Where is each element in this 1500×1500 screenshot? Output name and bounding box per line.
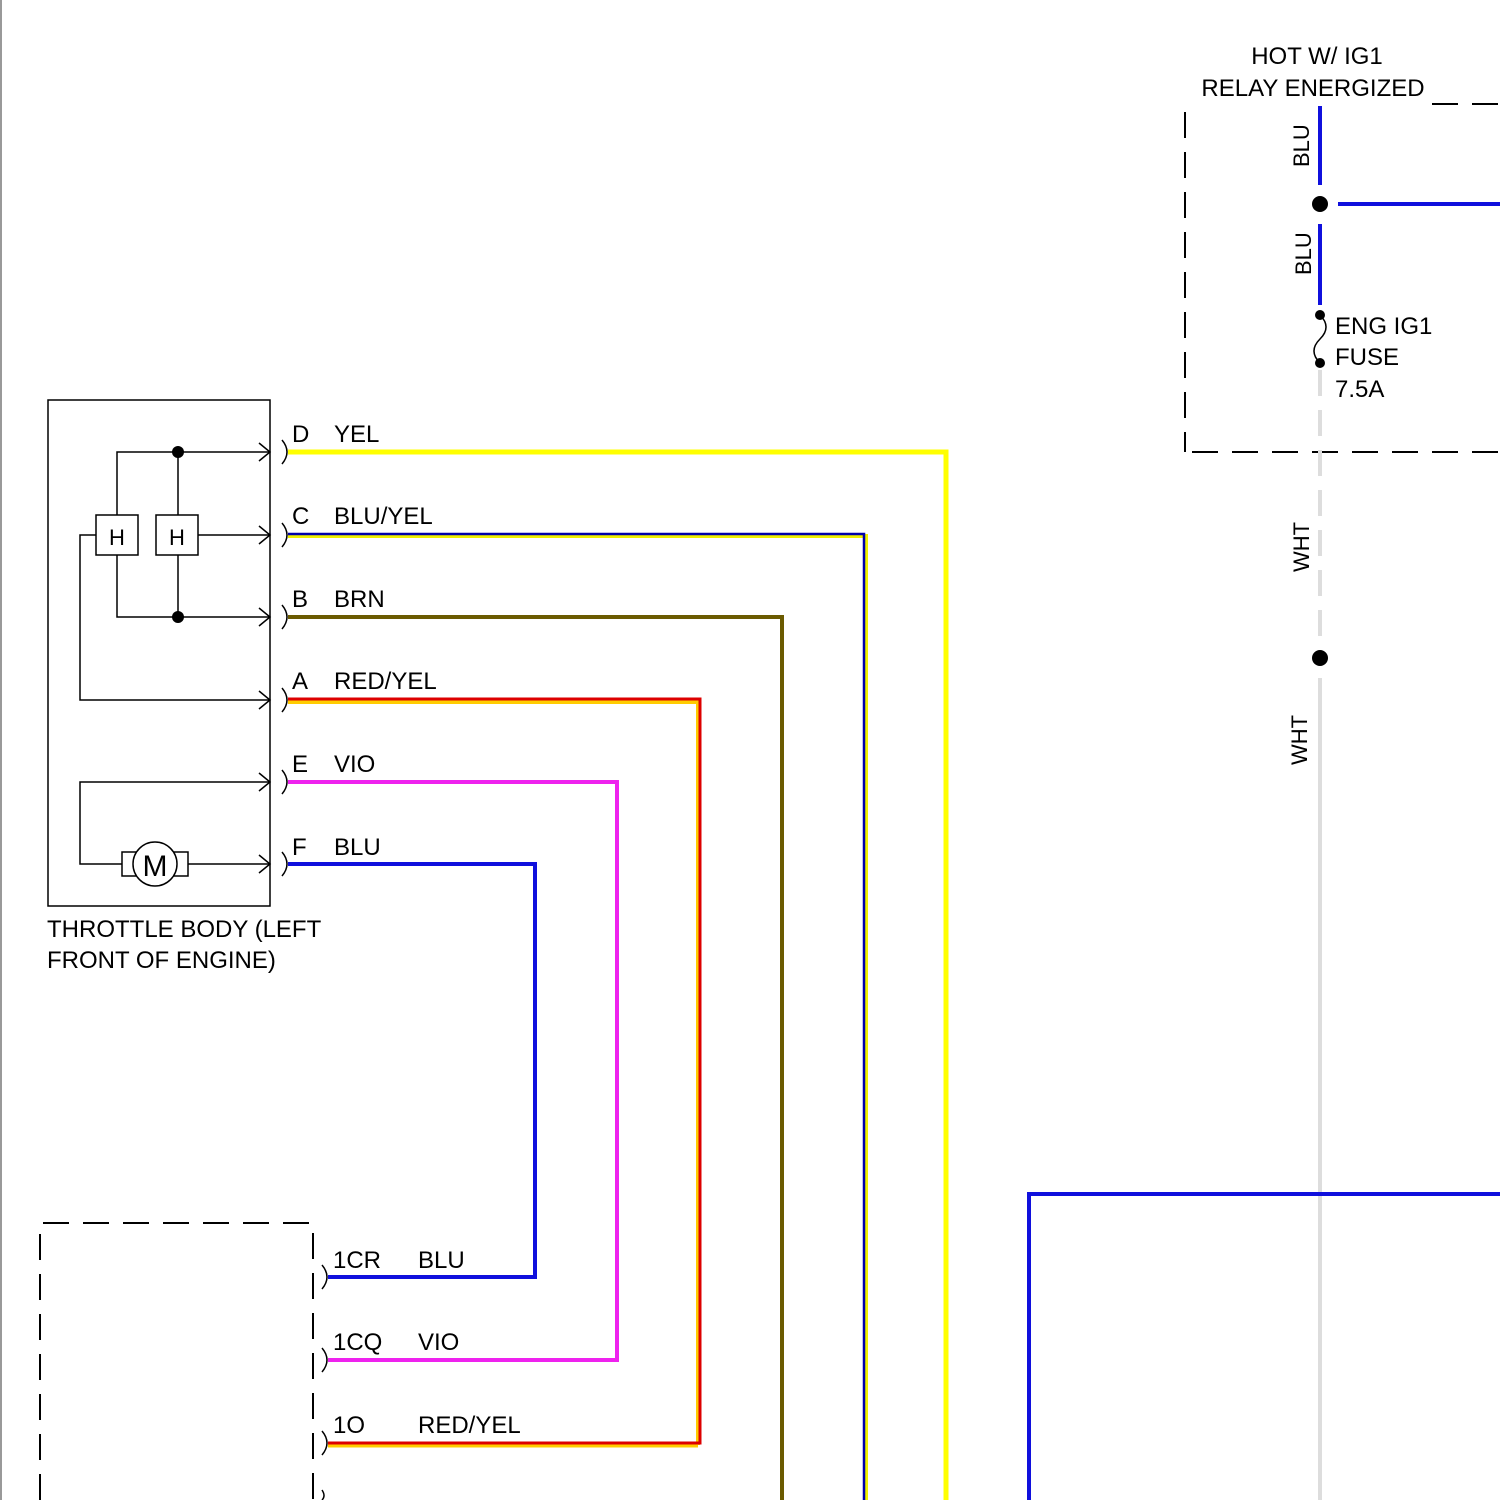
module-outline [40,1223,313,1500]
wire-label-wht-1: WHT [1289,522,1314,572]
throttle-body-component: H H M THROTTLE BODY (LEFT FRONT OF ENGIN… [47,400,322,974]
wire-color-label: BRN [334,586,385,613]
fuse-label-line2: FUSE [1335,344,1399,371]
fuse-symbol [1314,310,1326,368]
wire-color-label: BLU/YEL [334,503,433,530]
wire-label-blu-mid: BLU [1291,232,1316,275]
fuse-label-line3: 7.5A [1335,376,1384,403]
module-pin-id: 1O [333,1412,365,1439]
motor-symbol: M [122,842,188,886]
connector-marks [282,440,287,876]
wire-blu [288,864,535,1277]
module-wire-label: RED/YEL [418,1412,521,1439]
component-title-line1: THROTTLE BODY (LEFT [47,916,322,943]
wire-color-label: BLU [334,834,381,861]
wire-blu-lower-right [1029,1194,1500,1500]
component-title-line2: FRONT OF ENGINE) [47,947,276,974]
pin-letter: A [292,668,308,695]
hall-sensor-label: H [109,525,125,550]
splice-dot [1312,650,1328,666]
splice-dot [1312,196,1328,212]
wire-color-label: YEL [334,421,379,448]
pin-labels: D YEL C BLU/YEL B BRN A RED/YEL E VIO F … [292,421,437,861]
power-title-line2: RELAY ENERGIZED [1201,75,1424,102]
pin-letter: E [292,751,308,778]
wire-color-label: RED/YEL [334,668,437,695]
wire-label-blu-top: BLU [1289,124,1314,167]
hall-sensor-label: H [169,525,185,550]
fuse-label-line1: ENG IG1 [1335,313,1432,340]
splice-dot [172,446,184,458]
pin-letter: F [292,834,307,861]
pin-letter: C [292,503,309,530]
hall-sensor-1: H [96,515,138,555]
wire-color-label: VIO [334,751,375,778]
motor-label: M [143,850,168,883]
pin-letter: D [292,421,309,448]
module-wire-label: BLU [418,1247,465,1274]
wire-label-wht-2: WHT [1287,715,1312,765]
hall-sensor-2: H [156,515,198,555]
throttle-body-internal-circuit [80,443,270,873]
module-pin-id: 1CR [333,1247,381,1274]
pin-letter: B [292,586,308,613]
wires [288,452,946,1500]
module-pin-id: 1CQ [333,1329,382,1356]
module-connector-marks [322,1265,327,1500]
module-wire-label: VIO [418,1329,459,1356]
splice-dot [172,611,184,623]
power-title-line1: HOT W/ IG1 [1251,43,1383,70]
throttle-body-outline [48,400,270,906]
power-block: HOT W/ IG1 RELAY ENERGIZED BLU BLU ENG I… [1185,43,1500,1500]
